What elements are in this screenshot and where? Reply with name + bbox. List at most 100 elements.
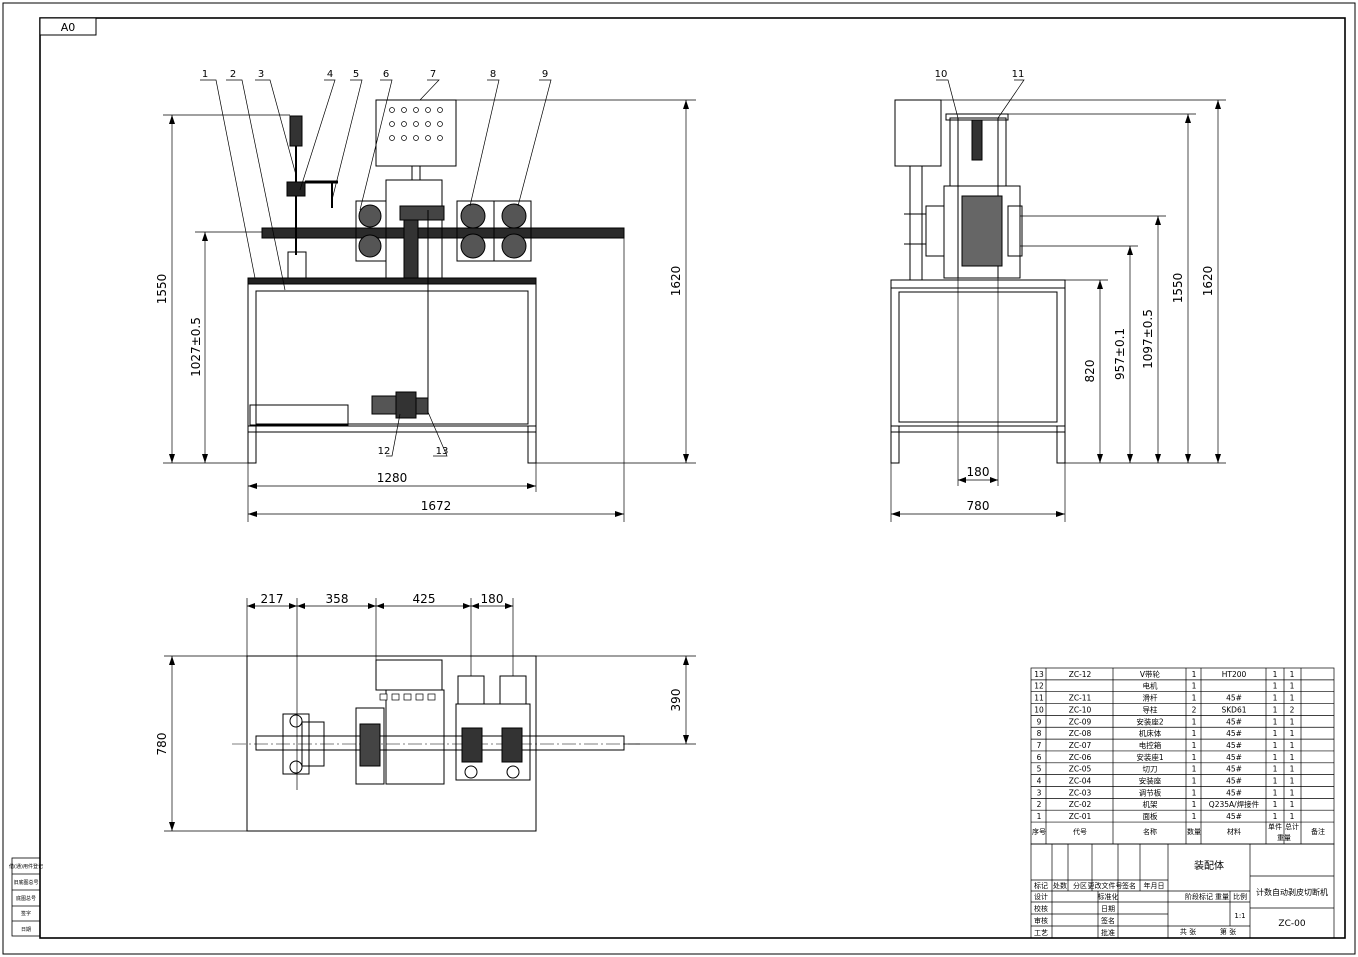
left-strip (11, 857, 41, 937)
rev-header-1: 标记 (1034, 881, 1048, 890)
balloon-1: 1 (202, 69, 208, 80)
strip-label-3: 底图总号 (16, 895, 36, 902)
role-label2-4: 签名 (1101, 916, 1115, 925)
balloon-8: 8 (490, 69, 496, 80)
bom-header-no: 序号 (1032, 827, 1046, 836)
bom-header-material: 材料 (1227, 827, 1241, 836)
role-label-4: 工艺 (1034, 929, 1048, 937)
dim-side-1620: 1620 (1201, 266, 1215, 297)
bom-cell: 安装座 (1139, 776, 1162, 786)
bom-cell: 1 (1192, 741, 1197, 750)
balloon-10: 10 (935, 69, 948, 80)
bom-cell: 1 (1192, 694, 1197, 703)
bom-header-weight: 重量 (1277, 834, 1291, 842)
title-drawing-no: ZC-00 (1278, 919, 1305, 929)
bom-cell: 1 (1273, 717, 1278, 726)
bom-cell: 机架 (1143, 799, 1159, 809)
bom-cell: 1 (1273, 777, 1278, 786)
top-view (232, 655, 640, 832)
bom-cell: 1 (1273, 682, 1278, 691)
bom-cell: ZC-06 (1069, 753, 1092, 762)
bom-cell: 6 (1037, 753, 1042, 762)
dim-top-358: 358 (326, 592, 349, 606)
bom-cell: ZC-05 (1069, 765, 1092, 774)
role-label-3: 审核 (1034, 916, 1048, 925)
bom-cell: HT200 (1222, 670, 1247, 679)
balloon-6: 6 (383, 69, 389, 80)
dim-front-1550: 1550 (155, 274, 169, 305)
bom-cell: 45# (1226, 694, 1242, 703)
bom-cell: 1 (1290, 670, 1295, 679)
dim-front-1027: 1027±0.5 (189, 317, 203, 377)
bom-cell: 45# (1226, 753, 1242, 762)
title-weight-label: 重量 (1215, 893, 1229, 901)
balloon-7: 7 (430, 69, 436, 80)
balloon-12: 12 (378, 446, 391, 457)
bom-cell: 5 (1037, 765, 1042, 774)
bom-cell: ZC-12 (1069, 670, 1092, 679)
bom-cell: 8 (1037, 729, 1042, 738)
title-sheets-total: 共 张 (1180, 927, 1196, 936)
title-sheet-no: 第 张 (1220, 927, 1236, 936)
role-label-2: 校核 (1034, 904, 1048, 913)
bom-cell: 1 (1273, 812, 1278, 821)
bom-cell: 1 (1192, 682, 1197, 691)
bom-cell: ZC-01 (1069, 812, 1092, 821)
bom-cell: 45# (1226, 717, 1242, 726)
bom-cell: 7 (1037, 741, 1042, 750)
control-panel-buttons (389, 107, 443, 141)
bom-cell: 1 (1037, 812, 1042, 821)
bom-cell: ZC-09 (1069, 717, 1092, 726)
balloon-11: 11 (1012, 69, 1025, 80)
bom-cell: 3 (1037, 788, 1042, 797)
dim-side-180: 180 (967, 465, 990, 479)
bom-header-code: 代号 (1073, 827, 1087, 836)
bom-cell: 1 (1290, 741, 1295, 750)
top-view-dimensions (164, 598, 696, 832)
rev-header-2: 处数 (1053, 881, 1067, 890)
strip-label-5: 日期 (21, 927, 31, 933)
role-label2-1: 标准化 (1098, 892, 1119, 901)
balloon-9: 9 (542, 69, 548, 80)
bom-cell: 1 (1192, 717, 1197, 726)
bom-cell: 电控箱 (1139, 740, 1162, 750)
bom-cell: 10 (1034, 705, 1044, 714)
balloon-13: 13 (436, 446, 449, 457)
balloon-3: 3 (258, 69, 264, 80)
top-control-buttons (379, 693, 436, 701)
balloon-5: 5 (353, 69, 359, 80)
bom-cell: 11 (1034, 694, 1044, 703)
bom-cell: 45# (1226, 812, 1242, 821)
bom-cell: 1 (1192, 753, 1197, 762)
bom-cell: 面板 (1143, 811, 1159, 821)
bom-cell: ZC-07 (1069, 741, 1092, 750)
bom-cell: 1 (1273, 694, 1278, 703)
bom-cell: 1 (1273, 765, 1278, 774)
bom-cell: 1 (1290, 717, 1295, 726)
dim-side-1097: 1097±0.5 (1141, 309, 1155, 369)
strip-label-1: 借(通)用件登记 (9, 863, 43, 870)
bom-cell: 13 (1034, 670, 1044, 679)
bom-cell: 安装座1 (1136, 752, 1163, 762)
dim-side-820: 820 (1083, 360, 1097, 383)
title-stage-label: 阶段标记 (1185, 892, 1213, 901)
bom-cell: 1 (1192, 777, 1197, 786)
bom-cell: 安装座2 (1136, 716, 1163, 726)
sheet-format-label: A0 (61, 21, 76, 34)
bom-cell: 45# (1226, 777, 1242, 786)
dim-top-390: 390 (669, 689, 683, 712)
rev-header-4: 更改文件号 (1088, 881, 1123, 890)
bom-cell: 电机 (1143, 681, 1159, 691)
bom-cell: ZC-04 (1069, 777, 1092, 786)
title-assembly: 装配体 (1194, 859, 1224, 872)
title-scale: 1:1 (1234, 912, 1245, 920)
bom-header-unit-weight: 单件 (1268, 822, 1282, 831)
bom-cell: 1 (1192, 812, 1197, 821)
dim-front-1620: 1620 (669, 266, 683, 297)
front-view-dimensions (163, 99, 696, 522)
bom-cell: ZC-10 (1069, 705, 1092, 714)
dim-top-217: 217 (261, 592, 284, 606)
balloon-4: 4 (327, 69, 333, 80)
bom-cell: 1 (1290, 694, 1295, 703)
